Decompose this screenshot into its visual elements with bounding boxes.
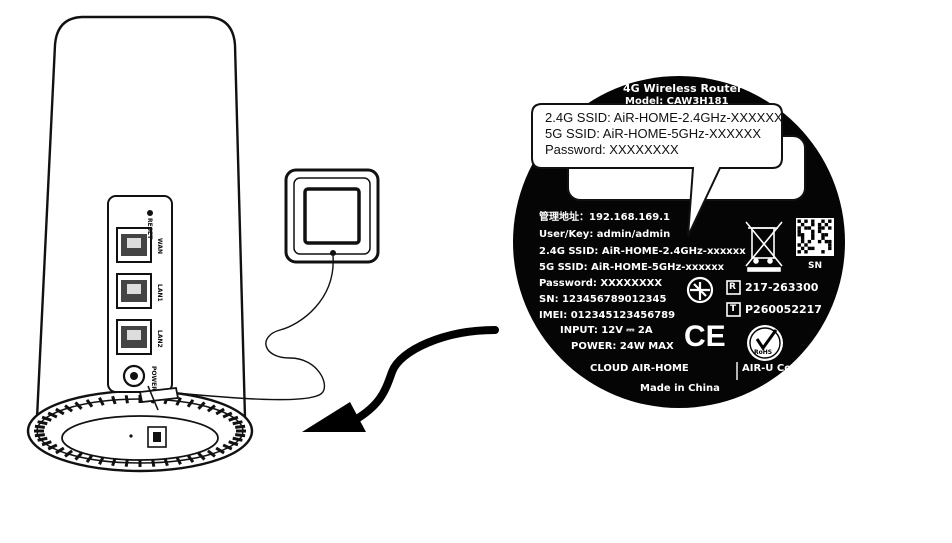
label-ssid-24: 2.4G SSID: AiR-HOME-2.4GHz-xxxxxx [539, 246, 746, 257]
weee-bin-icon [745, 221, 783, 272]
pointer-arrow [351, 326, 499, 424]
label-company: AIR-U Co.,Ltd. [742, 363, 821, 374]
callout-password: Password: XXXXXXXX [545, 142, 679, 157]
external-antenna [284, 168, 380, 264]
ce-mark: CE [684, 320, 726, 353]
label-power: POWER: 24W MAX [571, 341, 674, 352]
ethernet-port-wan[interactable] [116, 227, 152, 263]
router-unit [26, 15, 254, 473]
power-jack[interactable] [122, 364, 146, 388]
rohs-check-icon [747, 325, 783, 361]
callout-bubble [531, 103, 783, 237]
label-rohs: RoHS [754, 349, 773, 356]
port-label-power: POWER [150, 366, 157, 391]
port-label-lan2: LAN2 [156, 330, 163, 348]
label-brand: CLOUD AIR-HOME [590, 363, 689, 374]
callout-ssid-5: 5G SSID: AiR-HOME-5GHz-XXXXXX [545, 126, 761, 141]
port-label-wan: WAN [156, 238, 163, 255]
router-base [26, 389, 254, 473]
label-mgmt-address: 管理地址：192.168.169.1 [539, 212, 670, 223]
label-product-name: 4G Wireless Router [623, 82, 743, 95]
label-serial: SN: 123456789012345 [539, 294, 667, 305]
label-ssid-5: 5G SSID: AiR-HOME-5GHz-xxxxxx [539, 262, 725, 273]
label-user-key: User/Key: admin/admin [539, 229, 671, 240]
label-cert-r: 217-263300 [745, 281, 819, 294]
label-model: Model: CAW3H181 [625, 96, 729, 107]
ethernet-port-lan1[interactable] [116, 273, 152, 309]
antenna-cable [175, 255, 334, 401]
port-label-lan1: LAN1 [156, 284, 163, 302]
label-imei: IMEI: 012345123456789 [539, 310, 676, 321]
label-password: Password: XXXXXXXX [539, 278, 663, 289]
reset-pinhole [147, 210, 153, 216]
cert-r-box [726, 280, 741, 295]
label-input: INPUT: 12V ⎓ 2A [560, 325, 653, 336]
callout-ssid-24: 2.4G SSID: AiR-HOME-2.4GHz-XXXXXX [545, 110, 783, 125]
telec-mark-icon [686, 276, 714, 304]
label-qr-caption: SN [808, 261, 823, 271]
label-cert-t: P260052217 [745, 303, 822, 316]
cert-t-box [726, 302, 741, 317]
ethernet-port-lan2[interactable] [116, 319, 152, 355]
arrow-head [302, 402, 366, 432]
qr-code-icon [796, 218, 834, 256]
port-panel [107, 195, 173, 393]
port-label-reset: RESET [146, 218, 153, 240]
label-origin: Made in China [640, 383, 720, 394]
